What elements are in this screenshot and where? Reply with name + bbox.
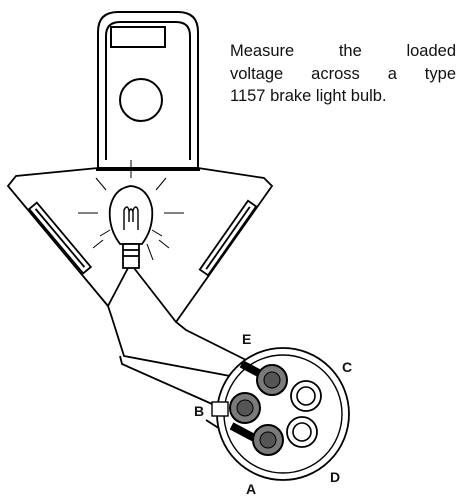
caption-line-1: Measure the loaded bbox=[230, 42, 456, 60]
multimeter-display bbox=[110, 26, 166, 48]
test-leads bbox=[6, 167, 274, 323]
pin-E bbox=[256, 364, 288, 396]
terminal-label-D: D bbox=[330, 469, 340, 485]
multimeter-icon bbox=[96, 11, 200, 171]
terminal-label-B: B bbox=[194, 403, 204, 419]
probe-tab-B bbox=[211, 401, 229, 417]
caption-line-2: voltage across a type bbox=[230, 64, 456, 83]
bulb-glass bbox=[108, 185, 154, 245]
bulb-filament bbox=[123, 206, 139, 230]
connector-icon: E C B D A bbox=[194, 331, 352, 496]
pin-D bbox=[286, 416, 318, 448]
right-probe bbox=[198, 199, 258, 277]
pin-B bbox=[229, 392, 261, 424]
multimeter-inner-outline bbox=[105, 21, 191, 160]
light-bulb-icon bbox=[108, 185, 154, 269]
terminal-label-A: A bbox=[246, 481, 256, 496]
right-lead-wing bbox=[175, 167, 274, 323]
left-probe bbox=[27, 201, 93, 275]
left-lead-wing bbox=[6, 167, 109, 307]
terminal-label-C: C bbox=[342, 359, 352, 375]
probe-tab-A bbox=[229, 422, 257, 442]
instruction-caption: Measure the loaded voltage across a type… bbox=[230, 40, 460, 108]
terminal-label-E: E bbox=[242, 331, 251, 347]
multimeter-dial bbox=[119, 78, 163, 122]
pin-A bbox=[252, 424, 284, 456]
caption-line-3: 1157 brake light bulb. bbox=[230, 87, 387, 105]
glow-rays bbox=[78, 160, 184, 261]
pin-C bbox=[290, 380, 322, 412]
